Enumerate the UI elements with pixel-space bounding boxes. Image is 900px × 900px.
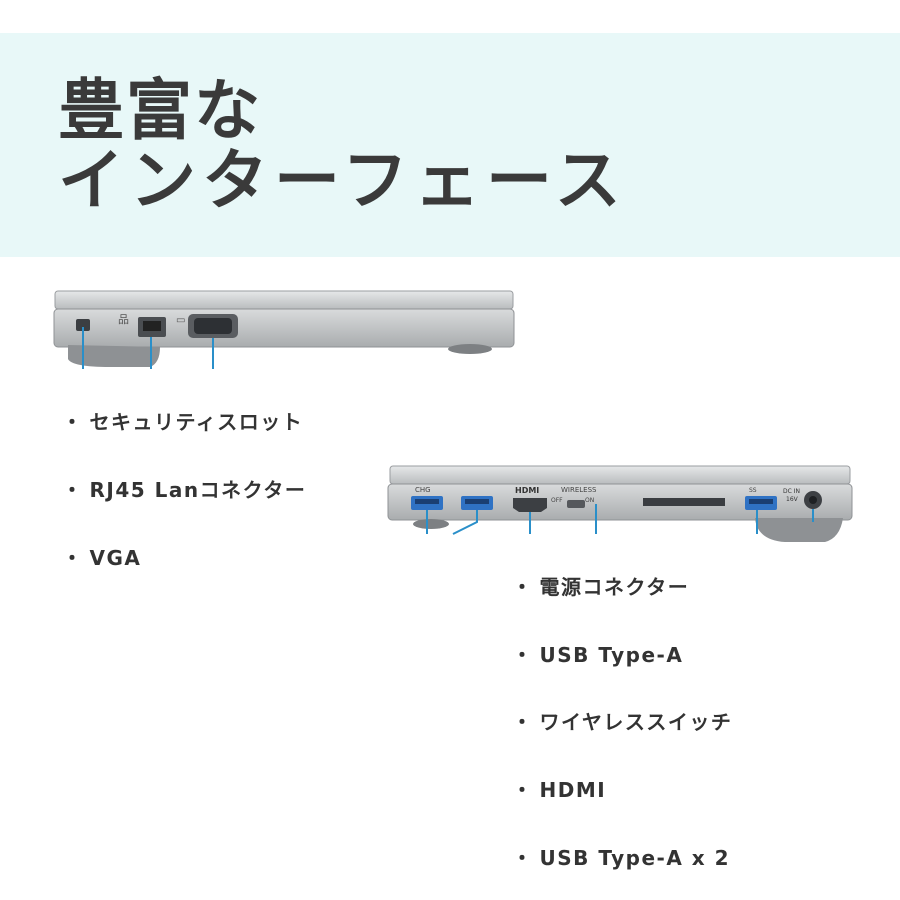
lan-icon: 品 [118,313,129,326]
usb-chg-label: CHG [415,486,431,494]
bullet: ・ [62,546,84,570]
wireless-switch [567,500,585,508]
bullet: ・ [62,410,84,434]
laptop-right-side-image: CHG HDMI WIRELESS OFF ON SS DC IN 16V [387,465,853,542]
feature-hdmi: ・HDMI [512,778,607,802]
wireless-label: WIRELESS [561,486,597,494]
vent-grille [643,498,725,506]
bullet: ・ [512,643,534,667]
hdmi-port [513,498,547,512]
vga-icon: ▭ [176,315,185,326]
dc-in-label: DC IN [783,488,800,495]
feature-power-connector: ・電源コネクター [512,575,690,599]
wireless-on-label: ON [585,497,594,504]
laptop-left-side-image: 品 ▭ [53,290,515,369]
dc-volt-label: 16V [786,496,799,503]
feature-usb-type-a: ・USB Type-A [512,643,684,667]
page-title-line2: インターフェース [58,142,627,219]
security-slot-port [76,319,90,331]
hdmi-label: HDMI [515,486,539,495]
feature-vga: ・VGA [62,546,142,570]
feature-security-slot: ・セキュリティスロット [62,410,304,434]
bullet: ・ [512,575,534,599]
wireless-off-label: OFF [551,497,563,504]
bullet: ・ [512,846,534,870]
page-title-line1: 豊富な [58,72,262,149]
title-banner [0,33,900,257]
usb-ss-label: SS [749,487,757,494]
feature-wireless-switch: ・ワイヤレススイッチ [512,710,733,734]
bullet: ・ [512,778,534,802]
bullet: ・ [62,478,84,502]
feature-rj45-lan: ・RJ45 Lanコネクター [62,478,307,502]
feature-usb-type-a-x2: ・USB Type-A x 2 [512,846,731,870]
callout-usb-2 [452,510,478,535]
bullet: ・ [512,710,534,734]
